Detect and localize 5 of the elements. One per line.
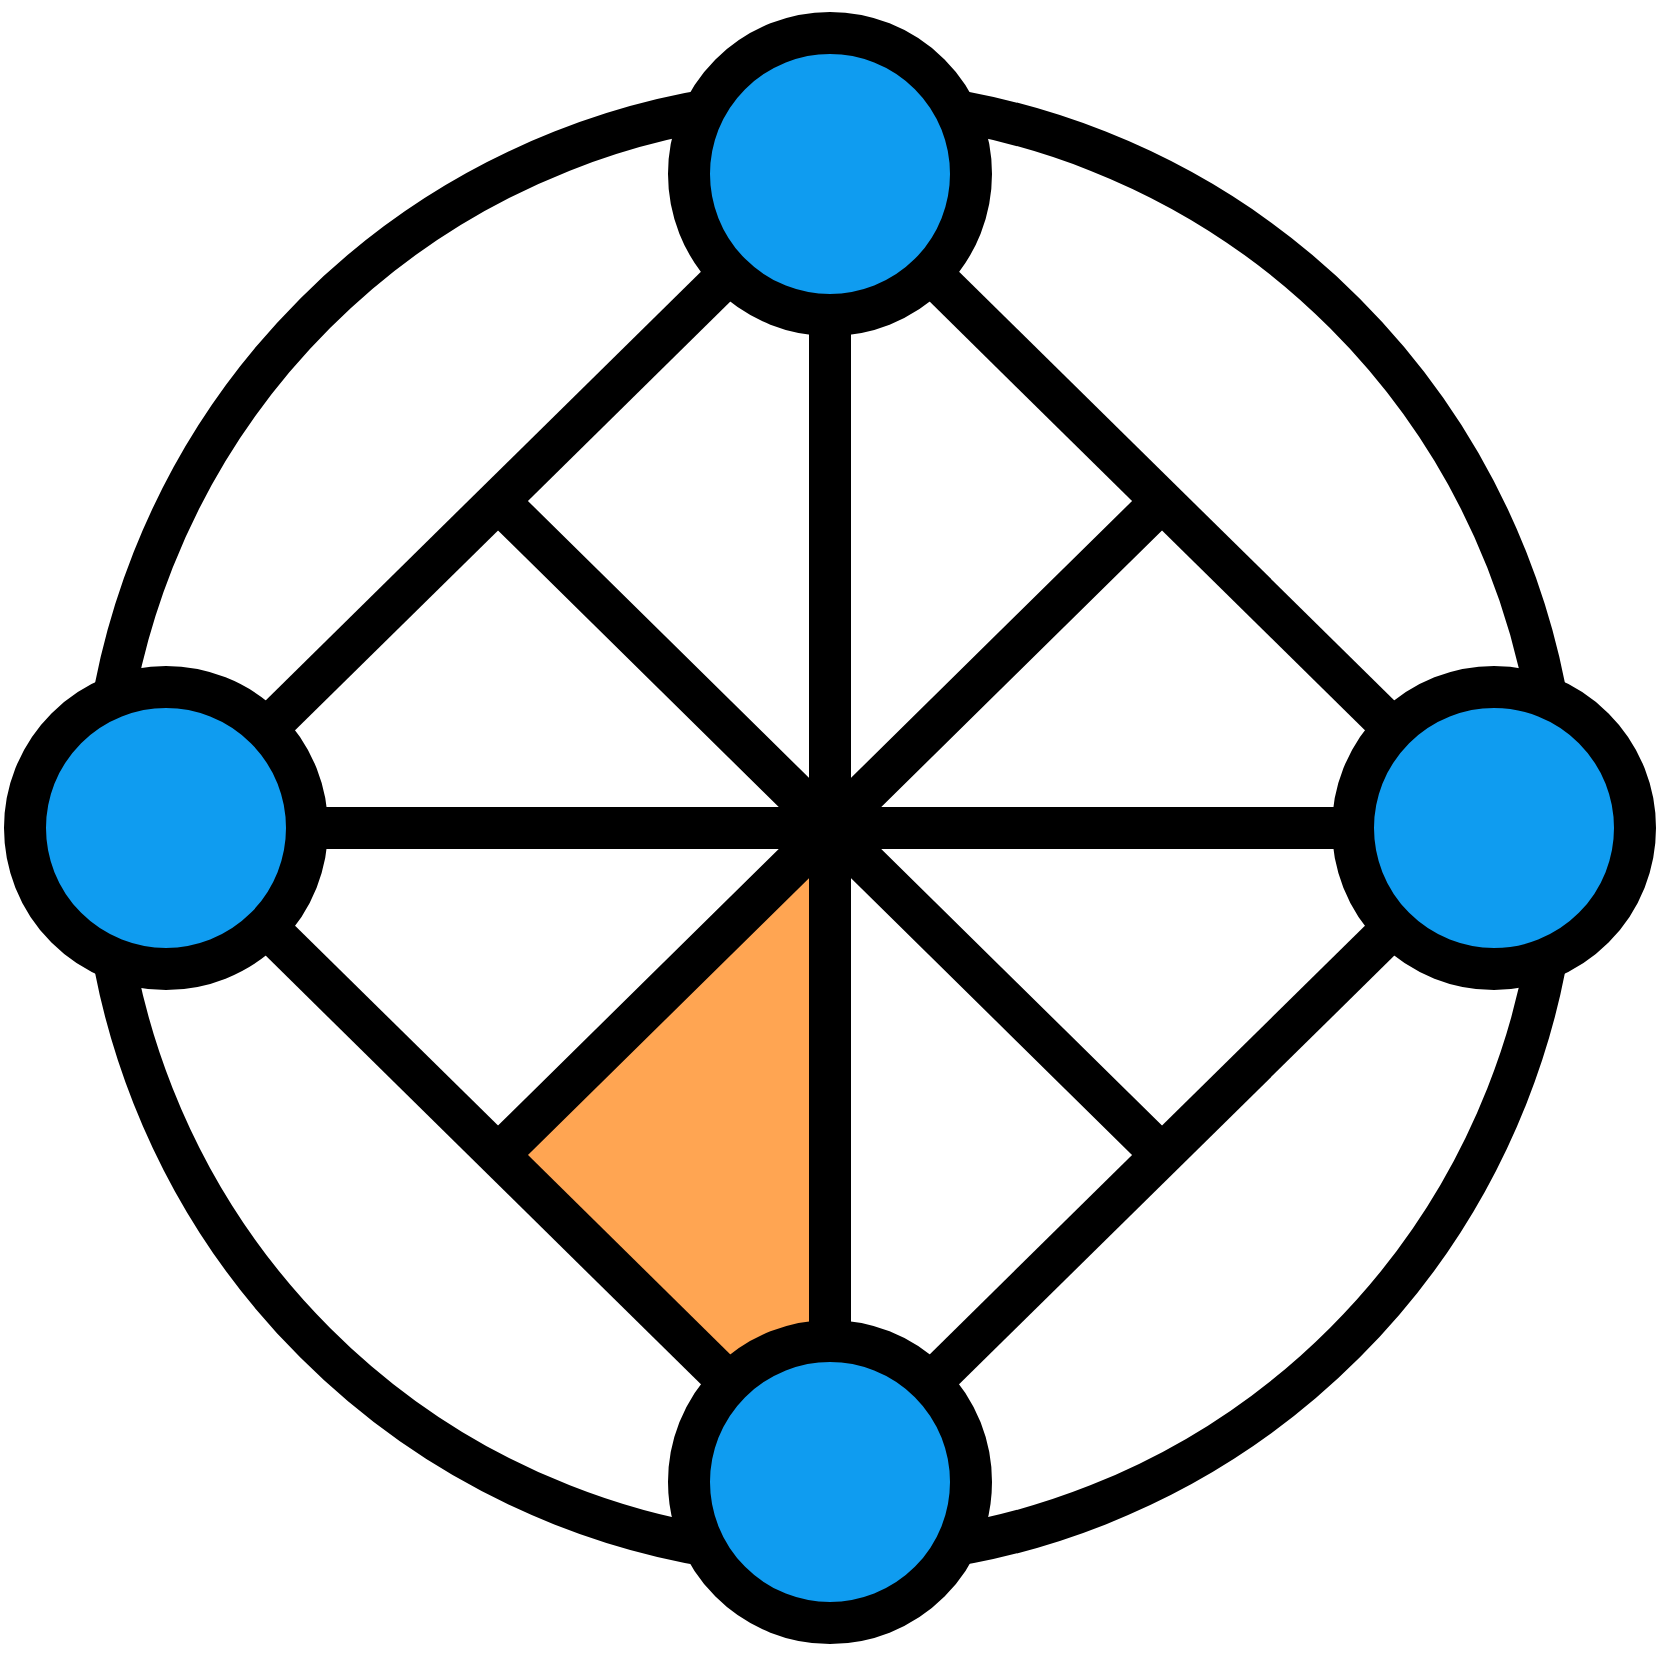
connector-line bbox=[809, 332, 851, 1324]
connector-line bbox=[927, 923, 1397, 1387]
connector-line bbox=[263, 923, 733, 1387]
connector-line bbox=[324, 807, 1336, 849]
connector-line bbox=[263, 269, 733, 733]
